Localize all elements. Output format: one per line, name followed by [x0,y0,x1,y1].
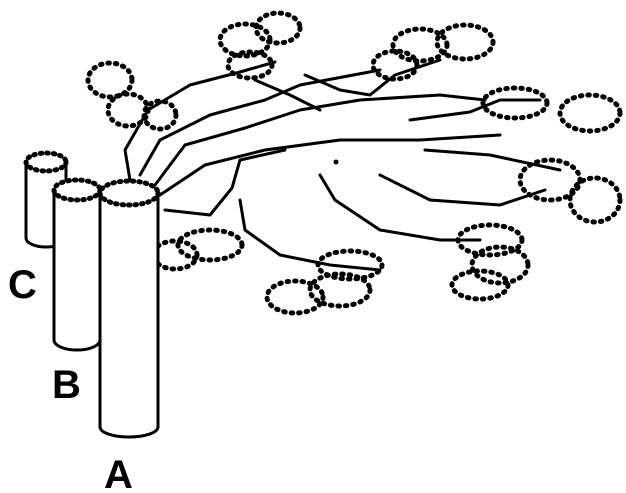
arm-7 [318,173,482,242]
ring-12 [517,157,583,203]
ring-3 [141,98,179,132]
arm-9 [423,148,562,172]
center-dot [333,159,339,165]
arm-10 [408,98,542,122]
label-c: C [8,263,37,307]
chain-arms [123,58,562,272]
arm-6 [238,198,382,272]
ring-6 [225,49,275,81]
label-b: B [52,363,81,407]
arm-12 [253,78,322,112]
label-a: A [104,453,133,493]
ring-11 [557,92,623,134]
arm-11 [303,58,442,97]
ring-5 [253,10,303,46]
ring-10 [480,85,550,121]
ring-19 [264,278,326,316]
ring-15 [469,244,531,286]
ring-9 [370,48,420,82]
arm-1 [123,60,277,182]
cylinder-c-top [23,150,69,174]
arm-3 [153,93,487,187]
cylinder-a [97,178,161,439]
ring-13 [567,175,623,225]
cylinder-a-top [97,178,161,208]
ring-7 [390,26,450,64]
ring-1 [85,60,135,100]
ring-2 [105,91,151,129]
ring-21 [150,238,200,272]
arm-2 [138,68,382,177]
ring-16 [449,268,511,302]
arm-8 [378,173,547,207]
arm-4 [158,133,502,197]
ring-14 [455,222,525,258]
ring-18 [307,271,373,309]
cylinder-b [51,177,103,352]
cylinder-b-body [52,188,102,352]
arm-5 [163,148,287,217]
ring-17 [315,248,385,282]
ring-20 [175,227,245,263]
cylinder-b-top [51,177,103,203]
ring-8 [434,22,496,62]
cylinder-a-body [98,191,160,439]
